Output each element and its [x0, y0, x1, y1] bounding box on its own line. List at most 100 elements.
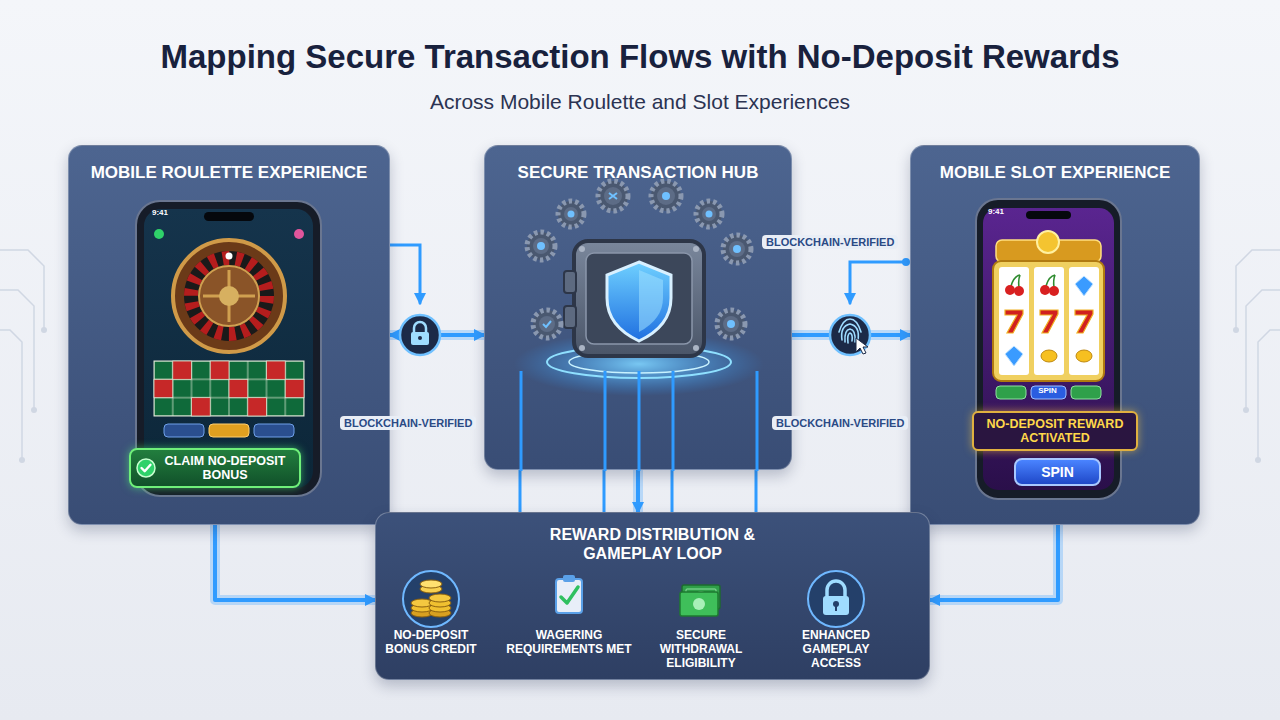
circle-part [184, 251, 274, 341]
circle-part [598, 181, 628, 211]
circle-part [693, 246, 699, 252]
circle-part [564, 207, 578, 221]
node-text: SECURE TRANSACTION HUB [485, 163, 791, 183]
circle-part [533, 310, 561, 338]
circle-part [173, 240, 285, 352]
rect-part [210, 361, 229, 379]
circle-part [191, 258, 267, 334]
rect-part [248, 398, 267, 416]
path-part [561, 587, 578, 603]
ellipse-part [420, 580, 442, 588]
path-part [638, 371, 641, 471]
path-part [856, 338, 868, 354]
rect-part [164, 424, 204, 437]
path-part [850, 262, 906, 303]
circle-part [808, 571, 864, 627]
spin-button: SPIN [1014, 458, 1101, 486]
status-time: 9:41 [988, 207, 1004, 216]
rect-part [563, 575, 575, 582]
use-part [1040, 275, 1059, 296]
step-item: ENHANCED GAMEPLAY ACCESS [791, 569, 881, 670]
verify-label: BLOCKCHAIN-VERIFIED [340, 416, 476, 430]
flow-connector [636, 470, 640, 512]
path-part [671, 470, 674, 512]
ellipse-part [429, 594, 451, 602]
rect-part [680, 592, 718, 616]
rect-part [1034, 267, 1064, 375]
rect-part [823, 596, 849, 615]
circle-part [294, 229, 304, 239]
g-part [598, 181, 628, 211]
path-part [520, 371, 523, 471]
rect-part [173, 361, 192, 379]
circle-part [527, 232, 555, 260]
circle-part [199, 266, 259, 326]
rect-part [192, 398, 211, 416]
circle-part [1243, 407, 1249, 413]
circle-part [706, 211, 713, 218]
path-part [755, 470, 758, 512]
gear-icons [527, 181, 751, 338]
circle-part [226, 253, 233, 260]
reward-banner: NO-DEPOSIT REWARD ACTIVATED [972, 411, 1138, 451]
circle-part [403, 571, 459, 627]
node-text: MOBILE ROULETTE EXPERIENCE [69, 163, 389, 183]
g-part [527, 232, 555, 260]
connector-glow [633, 470, 643, 512]
circle-part [693, 598, 705, 610]
rect-part [209, 424, 249, 437]
status-time: 9:41 [152, 208, 168, 217]
circle-part [568, 211, 575, 218]
verify-label: BLOCKCHAIN-VERIFIED [772, 416, 908, 430]
circle-part [1037, 231, 1059, 253]
circle-part [533, 238, 549, 254]
rect-part [1026, 211, 1071, 219]
rect-part [1031, 386, 1066, 399]
path-part [543, 321, 551, 327]
circle-part [604, 187, 622, 205]
coin-icon [403, 571, 459, 627]
step-item: NO-DEPOSIT BONUS CREDIT [385, 569, 477, 657]
rect-part [229, 379, 248, 397]
circle-part [723, 316, 739, 332]
node-text: WAGERING REQUIREMENTS MET [503, 629, 635, 657]
rect-part [154, 379, 173, 397]
circle-part [1255, 457, 1261, 463]
path-part [639, 270, 663, 332]
rect-part [254, 424, 294, 437]
rect-part [411, 332, 429, 345]
path-part [519, 470, 522, 512]
circle-part [902, 258, 910, 266]
path-part [848, 333, 853, 343]
rect-part [996, 386, 1026, 399]
path-part [827, 581, 845, 597]
circle-part [696, 201, 722, 227]
circle-part [651, 181, 681, 211]
path-part [839, 319, 861, 332]
node-text: NO-DEPOSIT BONUS CREDIT [385, 629, 477, 657]
circle-part [693, 345, 699, 351]
path-part [390, 245, 420, 303]
path-part [756, 371, 759, 471]
path-part [0, 290, 34, 410]
circle-part [657, 187, 675, 205]
use-part [1040, 310, 1058, 333]
use-part [1041, 350, 1057, 362]
rect-part [154, 361, 304, 416]
circle-part [662, 192, 670, 200]
path-part [603, 470, 606, 512]
connector-glow [215, 525, 375, 600]
lock-icon [400, 315, 440, 355]
g-part [558, 201, 584, 227]
path-part [604, 371, 607, 471]
path-part [0, 330, 22, 460]
circle-part [579, 345, 585, 351]
rect-part [1071, 386, 1101, 399]
node-text: MOBILE SLOT EXPERIENCE [911, 163, 1199, 183]
circle-part [733, 245, 741, 253]
path-part [1246, 290, 1280, 410]
circle-part [1233, 327, 1239, 333]
flow-connector [215, 525, 375, 600]
circle-part [19, 457, 25, 463]
circle-part [400, 315, 440, 355]
